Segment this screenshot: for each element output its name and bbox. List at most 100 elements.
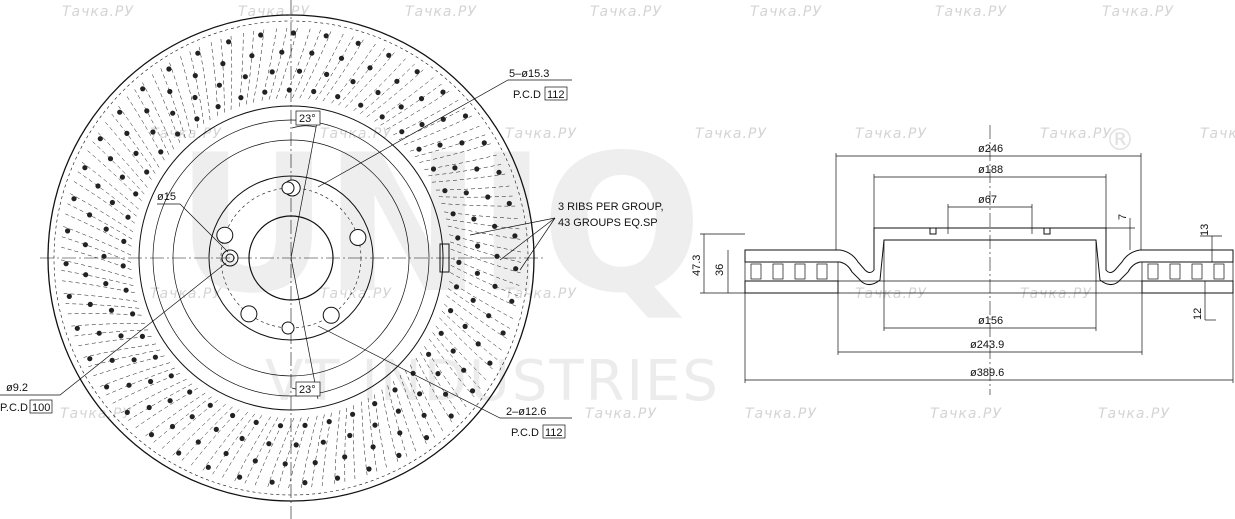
drilled-hole [395, 408, 401, 414]
vent-rib [345, 52, 395, 108]
leader-center-hole [157, 203, 229, 253]
drilled-hole [144, 108, 150, 114]
vent-vanes [750, 263, 1225, 280]
drilled-hole [140, 86, 146, 92]
drilled-hole [496, 169, 502, 175]
drilled-hole [474, 166, 480, 172]
watermark-text: Тачка.РУ [505, 286, 577, 302]
vent-rib [420, 352, 460, 415]
drilled-hole [133, 191, 139, 197]
watermark-text: Тачка.РУ [695, 126, 767, 142]
drilled-hole [216, 82, 222, 88]
drilled-hole [87, 212, 93, 218]
vent-rib [449, 234, 521, 253]
drilled-hole [442, 188, 448, 194]
vent-rib [308, 33, 344, 100]
drilled-hole [492, 223, 498, 229]
vent-rib [424, 154, 497, 170]
drilled-hole [423, 435, 430, 441]
drilled-hole [239, 435, 245, 442]
bolt-hole-group [216, 179, 367, 335]
drilled-hole [146, 404, 152, 411]
drilled-hole [370, 444, 376, 450]
drilled-hole [207, 402, 213, 408]
drilled-hole [350, 411, 356, 417]
vent-rib [450, 265, 518, 297]
ribs-callout-line2: 43 GROUPS EQ.SP [558, 217, 658, 229]
bolt-hole [349, 229, 367, 246]
drilled-hole [237, 474, 243, 480]
vent-rib [380, 83, 442, 126]
drilled-hole [459, 140, 465, 146]
bolt-pcd-value: 112 [547, 89, 565, 101]
drilled-hole [286, 87, 292, 93]
drilled-hole [448, 308, 454, 314]
vent-rib [253, 29, 265, 103]
drilled-hole [347, 432, 353, 439]
vent-rib [432, 332, 481, 389]
dim-hat-height: 36 [714, 264, 726, 276]
drilled-hole [192, 94, 198, 101]
vent-rib [311, 414, 325, 488]
drilled-hole [326, 419, 332, 425]
watermark-text: Тачка.РУ [930, 406, 1002, 422]
vent-rib [161, 400, 218, 449]
drilled-hole [166, 66, 172, 72]
vent-rib [126, 96, 165, 161]
drilled-hole [189, 414, 195, 420]
dim-hat-top: ø188 [978, 164, 1003, 176]
small-pcd-value: 100 [32, 402, 50, 414]
drilled-hole [440, 116, 446, 122]
drilled-hole [397, 430, 403, 436]
vent-rib [344, 407, 348, 482]
drilled-hole [372, 401, 378, 407]
drilled-hole [399, 129, 405, 135]
vent-rib [446, 218, 520, 230]
vent-rib [277, 417, 302, 488]
vent-vane [816, 263, 828, 280]
ribs-callout-line1: 3 RIBS PER GROUP, [558, 201, 664, 213]
vent-rib [92, 141, 145, 195]
drilled-hole [107, 156, 114, 162]
vent-rib [276, 28, 298, 99]
drilled-hole [226, 39, 232, 45]
vent-vane [794, 263, 806, 280]
watermark-text: Тачка.РУ [935, 4, 1007, 20]
drilled-hole [109, 357, 115, 363]
drilled-hole [417, 391, 423, 397]
leader-ribs-a [499, 217, 556, 261]
vent-rib [97, 132, 148, 188]
drilled-hole [461, 367, 467, 373]
vent-rib [288, 416, 309, 489]
vent-vane [1147, 263, 1159, 280]
drilled-hole [419, 121, 425, 128]
vent-rib [220, 38, 225, 113]
drilled-hole [485, 194, 491, 200]
center-hole-callout: ø15 [157, 191, 176, 203]
drilled-hole [414, 69, 420, 75]
drilled-hole [103, 226, 109, 232]
drilled-hole [342, 454, 348, 460]
vent-rib [360, 63, 415, 114]
vent-rib [83, 343, 157, 358]
locating-hole [221, 249, 239, 267]
vent-rib [268, 27, 288, 100]
dim-plate-thickness: 12 [1192, 308, 1204, 320]
vent-rib [160, 68, 186, 138]
locating-hole-bottom [281, 321, 295, 335]
vent-rib [65, 213, 132, 247]
vent-rib [120, 378, 187, 414]
drilled-hole [130, 311, 136, 317]
vent-rib [444, 303, 502, 351]
leader-ribs-b [469, 217, 556, 236]
bolt-hole [322, 306, 340, 324]
lower-plate-left [744, 280, 839, 294]
dim-bore: ø67 [978, 194, 997, 206]
drilled-hole [475, 341, 481, 347]
drilled-hole [475, 243, 481, 249]
vent-rib [353, 405, 356, 479]
drilled-hole [158, 149, 164, 155]
drilled-hole [87, 301, 93, 307]
drilled-hole [386, 52, 392, 58]
